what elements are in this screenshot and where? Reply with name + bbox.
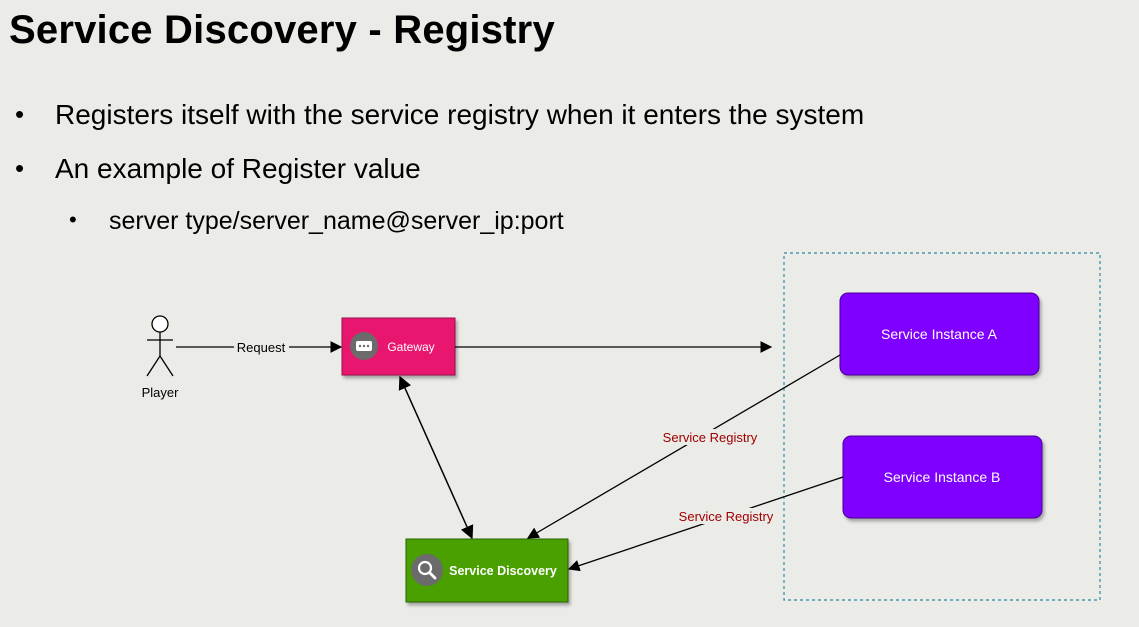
bullet-dot: • <box>15 153 25 183</box>
request-label: Request <box>237 340 286 355</box>
registry-arrow-a <box>526 354 841 539</box>
actor-icon <box>146 315 174 377</box>
bullet-dot: • <box>69 207 77 232</box>
bullet-2: • An example of Register value <box>15 153 421 185</box>
registry-label-1: Service Registry <box>663 430 758 445</box>
bullet-dot: • <box>15 99 25 129</box>
gateway-discovery-arrow <box>398 375 474 540</box>
registry-label-1-bg <box>656 429 765 445</box>
registry-label-2: Service Registry <box>679 509 774 524</box>
search-icon <box>411 554 443 586</box>
player-actor <box>146 315 174 377</box>
service-instance-a-label: Service Instance A <box>881 326 998 342</box>
slide-title: Service Discovery - Registry <box>9 8 555 52</box>
bullet-1-text: Registers itself with the service regist… <box>55 99 865 130</box>
service-boundary <box>783 252 1101 601</box>
bullet-2-text: An example of Register value <box>55 153 421 184</box>
service-instance-b: Service Instance B <box>842 435 1043 519</box>
gateway-label: Gateway <box>387 340 434 354</box>
registry-label-2-bg <box>672 508 781 524</box>
service-instance-b-label: Service Instance B <box>884 469 1001 485</box>
sub-bullet-1-text: server type/server_name@server_ip:port <box>109 207 564 235</box>
chat-bubble-icon <box>350 332 378 360</box>
sub-bullet-1: • server type/server_name@server_ip:port <box>69 207 564 236</box>
service-discovery-label: Service Discovery <box>449 564 557 578</box>
bullet-1: • Registers itself with the service regi… <box>15 99 865 131</box>
gateway-node: Gateway <box>341 317 456 376</box>
request-label-bg <box>234 339 289 355</box>
service-instance-a: Service Instance A <box>839 292 1040 376</box>
service-discovery-node: Service Discovery <box>405 538 569 603</box>
player-label: Player <box>142 385 180 400</box>
